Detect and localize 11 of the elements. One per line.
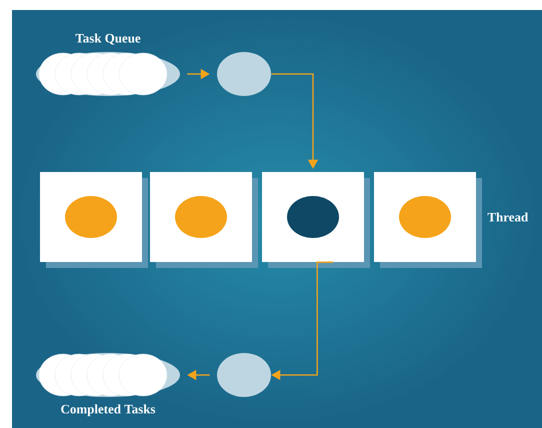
thread-label: Thread (488, 212, 528, 222)
thread-box (150, 172, 258, 268)
thread-box (40, 172, 148, 268)
task-stack: Completed Tasks (36, 353, 180, 416)
node-label: Completed Tasks (61, 404, 156, 416)
task-ellipse (217, 52, 271, 96)
thread-box (374, 172, 482, 268)
task-stack: Task Queue (36, 34, 180, 96)
node-label: Task Queue (76, 34, 140, 45)
task-ellipse (217, 353, 271, 397)
thread-box (262, 172, 370, 268)
